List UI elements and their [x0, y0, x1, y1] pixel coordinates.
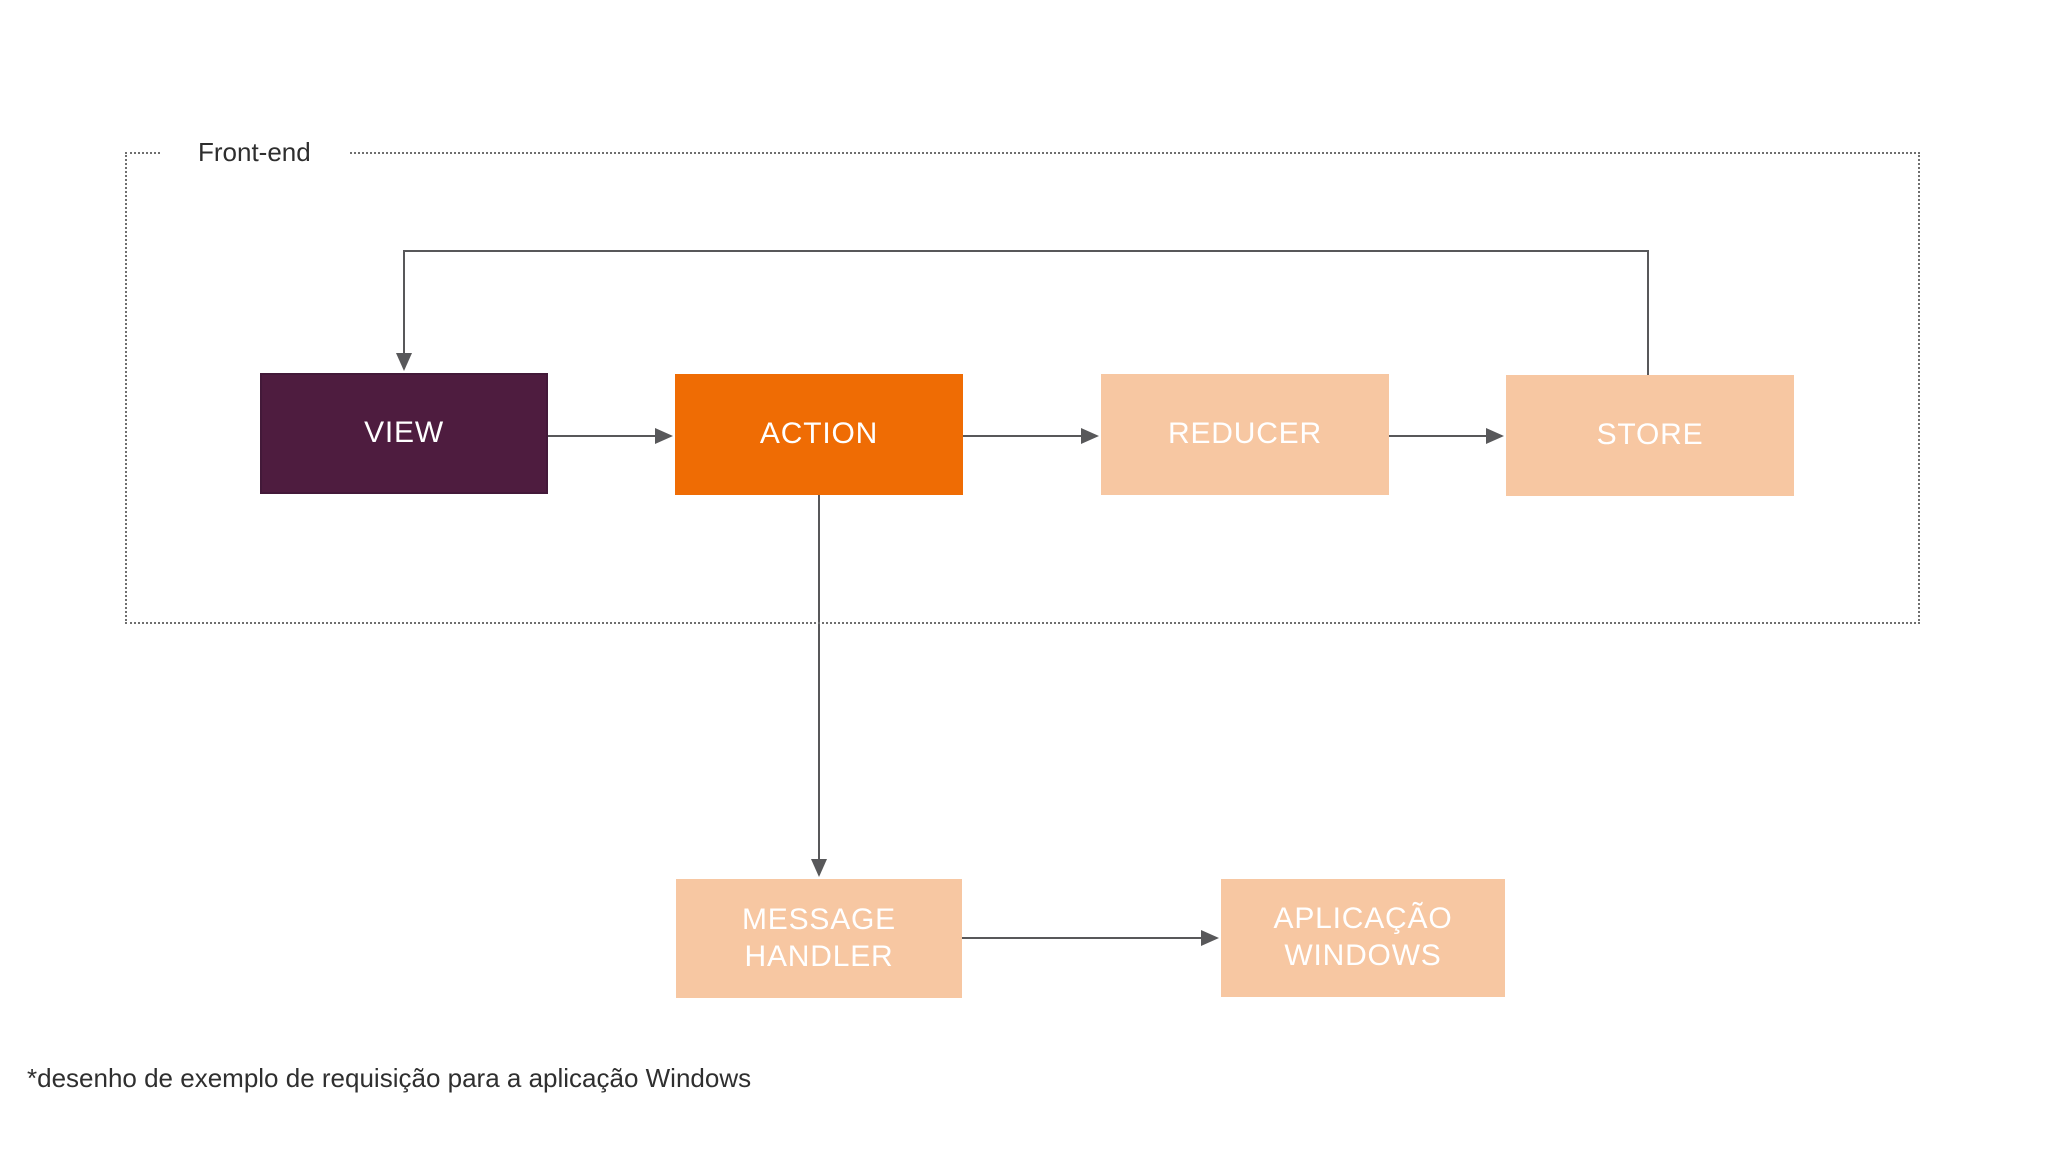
node-reducer: REDUCER: [1101, 374, 1389, 495]
caption: *desenho de exemplo de requisição para a…: [27, 1063, 752, 1093]
node-view: VIEW: [260, 373, 548, 494]
node-store: STORE: [1506, 375, 1794, 496]
frontend-boundary-label: Front-end: [160, 133, 349, 171]
node-message-handler: MESSAGE HANDLER: [676, 879, 962, 998]
node-windows-app: APLICAÇÃO WINDOWS: [1221, 879, 1505, 997]
node-action: ACTION: [675, 374, 963, 495]
frontend-boundary: [125, 152, 1920, 624]
